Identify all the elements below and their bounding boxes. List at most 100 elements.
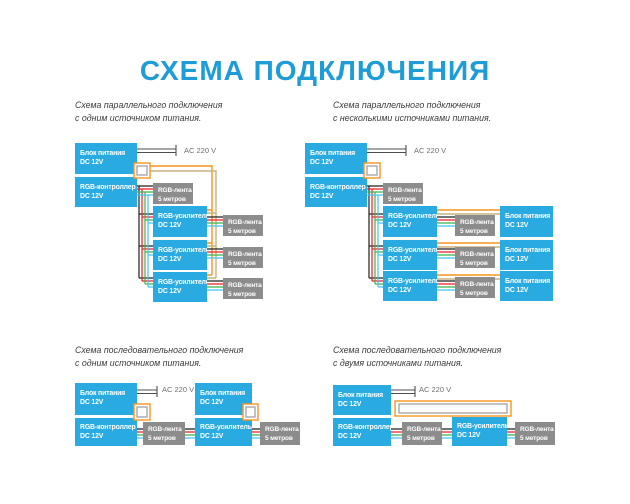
d3-ac-wire	[137, 386, 158, 397]
d4-amplifier-block: RGB-усилитель DC 12V	[452, 417, 507, 446]
d2-rgb-bundle	[363, 185, 385, 288]
dc-label: DC 12V	[158, 222, 182, 229]
d2-caption: Схема параллельного подключения с нескол…	[333, 99, 491, 125]
psu-label: Блок питания	[505, 247, 551, 254]
d1-ac-wire	[137, 145, 177, 156]
strip-label: RGB-лента	[265, 426, 299, 433]
d1-amp-strip-bundles	[205, 216, 225, 291]
strip-label: RGB-лента	[228, 251, 262, 258]
strip-length-label: 5 метров	[265, 434, 293, 442]
d2-strip-3: RGB-лента 5 метров	[455, 247, 495, 268]
strip-length-label: 5 метров	[228, 290, 256, 298]
d1-amplifier-1: RGB-усилитель DC 12V	[153, 206, 207, 237]
page-title: СХЕМА ПОДКЛЮЧЕНИЯ	[139, 55, 491, 86]
psu-label: Блок питания	[310, 150, 356, 157]
strip-length-label: 5 метров	[407, 434, 435, 442]
strip-length-label: 5 метров	[228, 259, 256, 267]
d4-ac-label: AC 220 V	[419, 385, 452, 394]
d2-strip-2: RGB-лента 5 метров	[455, 215, 495, 236]
strip-label: RGB-лента	[228, 219, 262, 226]
psu-label: Блок питания	[80, 390, 126, 397]
d2-ac-wire	[367, 145, 407, 156]
d2-strip-1: RGB-лента 5 метров	[383, 183, 423, 204]
amplifier-label: RGB-усилитель	[388, 213, 437, 220]
amplifier-label: RGB-усилитель	[457, 423, 507, 430]
d3-strip-1: RGB-лента 5 метров	[143, 422, 185, 445]
controller-label: RGB-контроллер	[310, 184, 366, 191]
d4-caption-line2: с двумя источниками питания.	[333, 358, 464, 368]
d3-strip-2: RGB-лента 5 метров	[260, 422, 300, 445]
dc-label: DC 12V	[80, 159, 104, 166]
d1-strip-2: RGB-лента 5 метров	[223, 215, 263, 236]
dc-label: DC 12V	[80, 399, 104, 406]
dc-label: DC 12V	[338, 433, 362, 440]
dc-label: DC 12V	[388, 256, 412, 263]
dc-label: DC 12V	[200, 399, 224, 406]
controller-label: RGB-контроллер	[80, 424, 136, 431]
amplifier-label: RGB-усилитель	[158, 213, 207, 220]
strip-label: RGB-лента	[158, 187, 192, 194]
d2-amplifier-1: RGB-усилитель DC 12V	[383, 206, 437, 237]
d1-ac-label: AC 220 V	[184, 146, 217, 155]
d4-controller-block: RGB-контроллер DC 12V	[333, 418, 391, 446]
d3-amplifier-block: RGB-усилитель DC 12V	[195, 418, 252, 446]
strip-length-label: 5 метров	[148, 434, 176, 442]
strip-length-label: 5 метров	[460, 289, 488, 297]
strip-label: RGB-лента	[407, 426, 441, 433]
d2-psu-right-3: Блок питания DC 12V	[500, 271, 553, 301]
dc-label: DC 12V	[200, 433, 224, 440]
d1-psu-controller-connector	[133, 162, 151, 179]
d1-caption-line1: Схема параллельного подключения	[75, 100, 223, 110]
dc-label: DC 12V	[80, 193, 104, 200]
strip-label: RGB-лента	[228, 282, 262, 289]
psu-label: Блок питания	[505, 278, 551, 285]
dc-label: DC 12V	[388, 222, 412, 229]
d3-psu-block-2: Блок питания DC 12V	[195, 383, 252, 415]
d2-amp-strip-bundles	[435, 216, 457, 291]
strip-label: RGB-лента	[148, 426, 182, 433]
d1-psu-block: Блок питания DC 12V	[75, 143, 137, 174]
d1-strip-4: RGB-лента 5 метров	[223, 278, 263, 299]
psu-label: Блок питания	[338, 392, 384, 399]
d3-psu-controller-connector	[133, 403, 151, 421]
d2-caption-line1: Схема параллельного подключения	[333, 100, 481, 110]
d1-rgb-bundle	[133, 185, 155, 288]
d1-strip-3: RGB-лента 5 метров	[223, 247, 263, 268]
dc-label: DC 12V	[158, 288, 182, 295]
d2-psu-right-1: Блок питания DC 12V	[500, 206, 553, 237]
d4-strip-2: RGB-лента 5 метров	[515, 422, 555, 445]
d3-caption: Схема последовательного подключения с од…	[75, 344, 243, 370]
amplifier-label: RGB-усилитель	[388, 278, 437, 285]
amplifier-label: RGB-усилитель	[158, 247, 207, 254]
d2-caption-line2: с несколькими источниками питания.	[333, 113, 492, 123]
d3-ac-label: AC 220 V	[162, 385, 195, 394]
strip-label: RGB-лента	[520, 426, 554, 433]
dc-label: DC 12V	[338, 401, 362, 408]
d1-controller-block: RGB-контроллер DC 12V	[75, 177, 137, 207]
strip-length-label: 5 метров	[228, 227, 256, 235]
psu-label: Блок питания	[200, 390, 246, 397]
dc-label: DC 12V	[310, 159, 334, 166]
dc-label: DC 12V	[310, 193, 334, 200]
strip-length-label: 5 метров	[460, 259, 488, 267]
d2-strip-4: RGB-лента 5 метров	[455, 277, 495, 298]
d2-amplifier-2: RGB-усилитель DC 12V	[383, 240, 437, 270]
d3-controller-block: RGB-контроллер DC 12V	[75, 418, 137, 446]
psu-label: Блок питания	[80, 150, 126, 157]
d4-ac-wire	[391, 386, 416, 397]
d2-amplifier-3: RGB-усилитель DC 12V	[383, 271, 437, 301]
d1-strip-1: RGB-лента 5 метров	[153, 183, 193, 204]
amplifier-label: RGB-усилитель	[388, 247, 437, 254]
d2-ac-label: AC 220 V	[414, 146, 447, 155]
d2-psu-controller-connector	[363, 162, 381, 179]
strip-label: RGB-лента	[460, 281, 494, 288]
d4-power-loop	[394, 400, 512, 417]
strip-label: RGB-лента	[388, 187, 422, 194]
d4-caption-line1: Схема последовательного подключения	[333, 345, 502, 355]
strip-length-label: 5 метров	[388, 195, 416, 203]
strip-label: RGB-лента	[460, 251, 494, 258]
psu-label: Блок питания	[505, 213, 551, 220]
